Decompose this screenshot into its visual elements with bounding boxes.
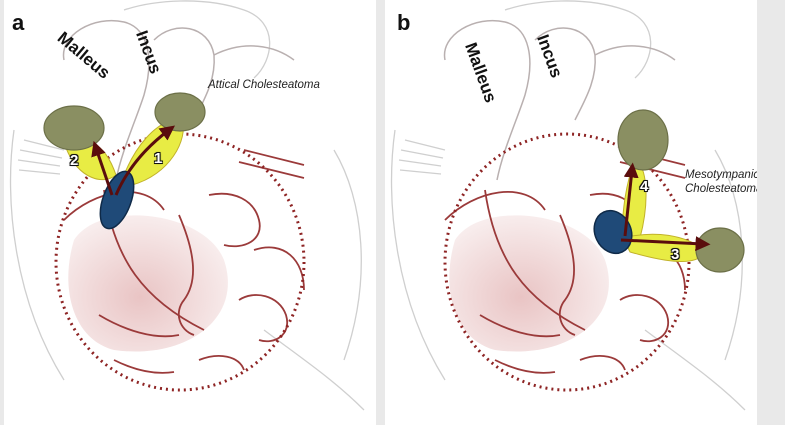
ossicles-a xyxy=(62,19,295,181)
arrow-label-2: 2 xyxy=(70,152,79,169)
eardrum-b xyxy=(593,209,633,255)
tympanic-cavity-b xyxy=(449,215,609,352)
arrow-label-1: 1 xyxy=(154,150,163,167)
cholesteatoma-mass-left-a xyxy=(43,105,105,151)
arrow-2-a xyxy=(91,140,114,196)
dotted-boundary-a xyxy=(54,132,306,392)
mesotympanic-caption-line-1: Mesotympanic xyxy=(685,169,757,181)
panel-b: b Malleus Incus Mesotympanic Cholesteato… xyxy=(385,0,757,425)
ear-diagram-b xyxy=(390,0,746,411)
panel-letter-b: b xyxy=(397,10,411,35)
cholesteatoma-mass-right-a xyxy=(154,92,206,132)
ossicles-b xyxy=(443,19,676,181)
background-anatomy-a xyxy=(9,0,365,411)
tympanic-cavity-a xyxy=(68,215,228,352)
mesotympanic-caption-line-2: Cholesteatoma xyxy=(685,183,757,195)
arrow-1-a xyxy=(114,125,175,196)
arrow-4-b xyxy=(623,162,639,237)
arrow-label-3: 3 xyxy=(671,246,680,263)
dotted-boundary-b xyxy=(443,132,691,392)
arrow-3-b xyxy=(620,236,711,252)
cholesteatoma-mass-upper-b xyxy=(617,109,669,171)
arrow-label-4: 4 xyxy=(640,178,649,195)
ear-diagram-a xyxy=(9,0,365,411)
panel-a: a Malleus Incus Attical Cholesteatoma 2 … xyxy=(4,0,376,425)
background-anatomy-b xyxy=(390,0,746,411)
panel-letter-a: a xyxy=(12,10,25,35)
middle-ear-structures-a xyxy=(63,149,305,374)
attical-cholesteatoma-caption: Attical Cholesteatoma xyxy=(208,79,320,91)
cholesteatoma-mass-lower-b xyxy=(695,227,745,273)
pathway-3-b xyxy=(622,233,706,262)
